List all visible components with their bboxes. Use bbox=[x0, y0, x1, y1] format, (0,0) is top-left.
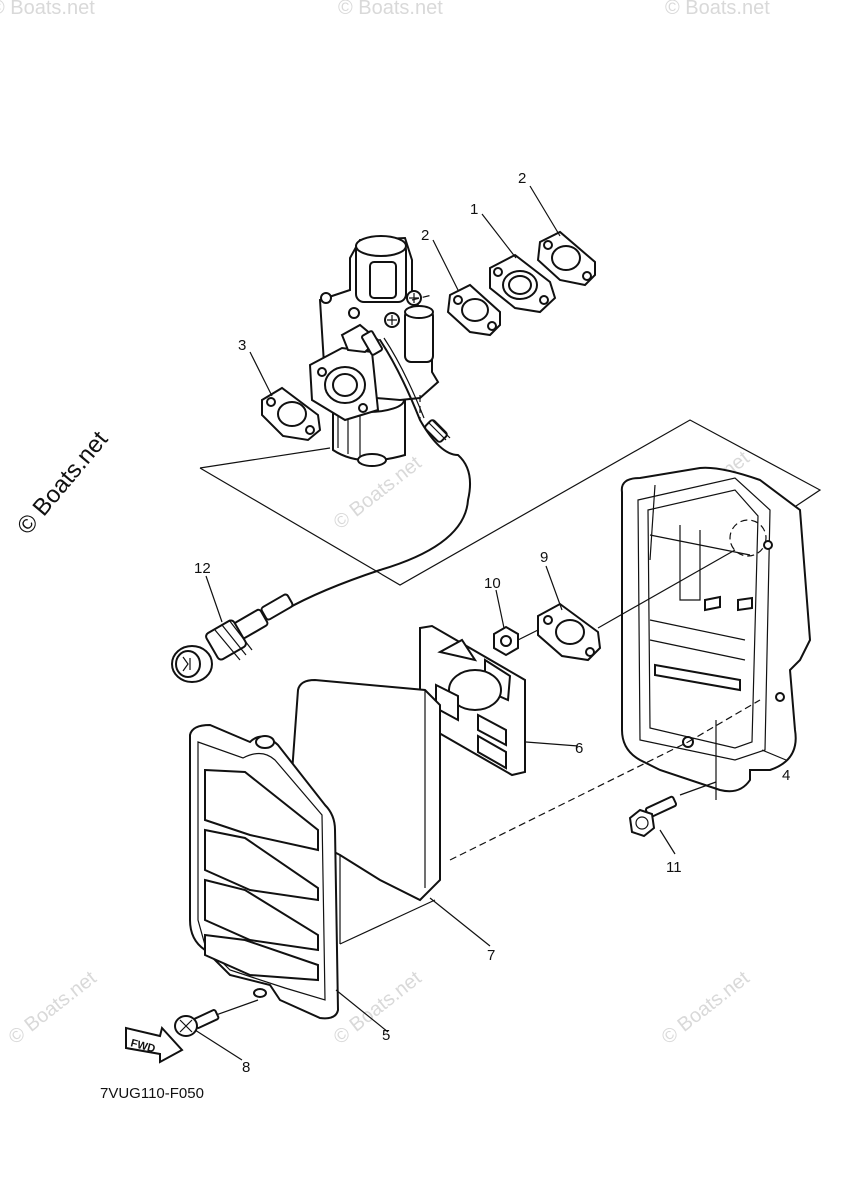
gasket-2-left bbox=[446, 283, 501, 337]
carburetor bbox=[308, 235, 440, 467]
callout-8: 8 bbox=[242, 1059, 250, 1076]
callout-6: 6 bbox=[575, 740, 583, 757]
callout-5: 5 bbox=[382, 1027, 390, 1044]
watermark: © Boats.net bbox=[330, 967, 426, 1049]
bolt-11 bbox=[628, 795, 678, 838]
screw-8 bbox=[174, 1009, 220, 1037]
callout-2-right: 2 bbox=[518, 170, 526, 187]
callout-11: 11 bbox=[666, 859, 682, 876]
callout-1: 1 bbox=[470, 201, 478, 218]
gasket-9 bbox=[537, 602, 602, 662]
nut-10 bbox=[493, 625, 519, 657]
fwd-arrow: FWD bbox=[125, 1025, 184, 1064]
callout-12: 12 bbox=[194, 560, 211, 577]
watermark: © Boats.net bbox=[0, 0, 95, 19]
air-cleaner-case bbox=[620, 466, 812, 793]
gasket-2-right bbox=[536, 230, 596, 287]
callout-10: 10 bbox=[484, 575, 501, 592]
gasket-3 bbox=[261, 386, 322, 442]
callout-2-left: 2 bbox=[421, 227, 429, 244]
element-grid-6 bbox=[419, 624, 526, 777]
callout-9: 9 bbox=[540, 549, 548, 566]
air-cleaner-cover bbox=[189, 723, 340, 1020]
callout-7: 7 bbox=[487, 947, 495, 964]
leader-lines bbox=[194, 185, 787, 1061]
plane-lines bbox=[199, 419, 822, 586]
callout-labels: 1 2 2 3 4 5 6 7 8 9 10 11 12 bbox=[194, 170, 790, 1076]
watermark: © Boats.net bbox=[5, 967, 101, 1049]
spacer-1 bbox=[489, 253, 557, 314]
diagram-code: 7VUG110-F050 bbox=[100, 1085, 204, 1102]
choke-cable bbox=[171, 337, 471, 683]
callout-3: 3 bbox=[238, 337, 246, 354]
brand-watermark: © Boats.net bbox=[12, 426, 114, 540]
watermark: © Boats.net bbox=[338, 0, 443, 19]
watermark: © Boats.net bbox=[658, 967, 754, 1049]
watermark: © Boats.net bbox=[665, 0, 770, 19]
callout-4: 4 bbox=[782, 767, 790, 784]
